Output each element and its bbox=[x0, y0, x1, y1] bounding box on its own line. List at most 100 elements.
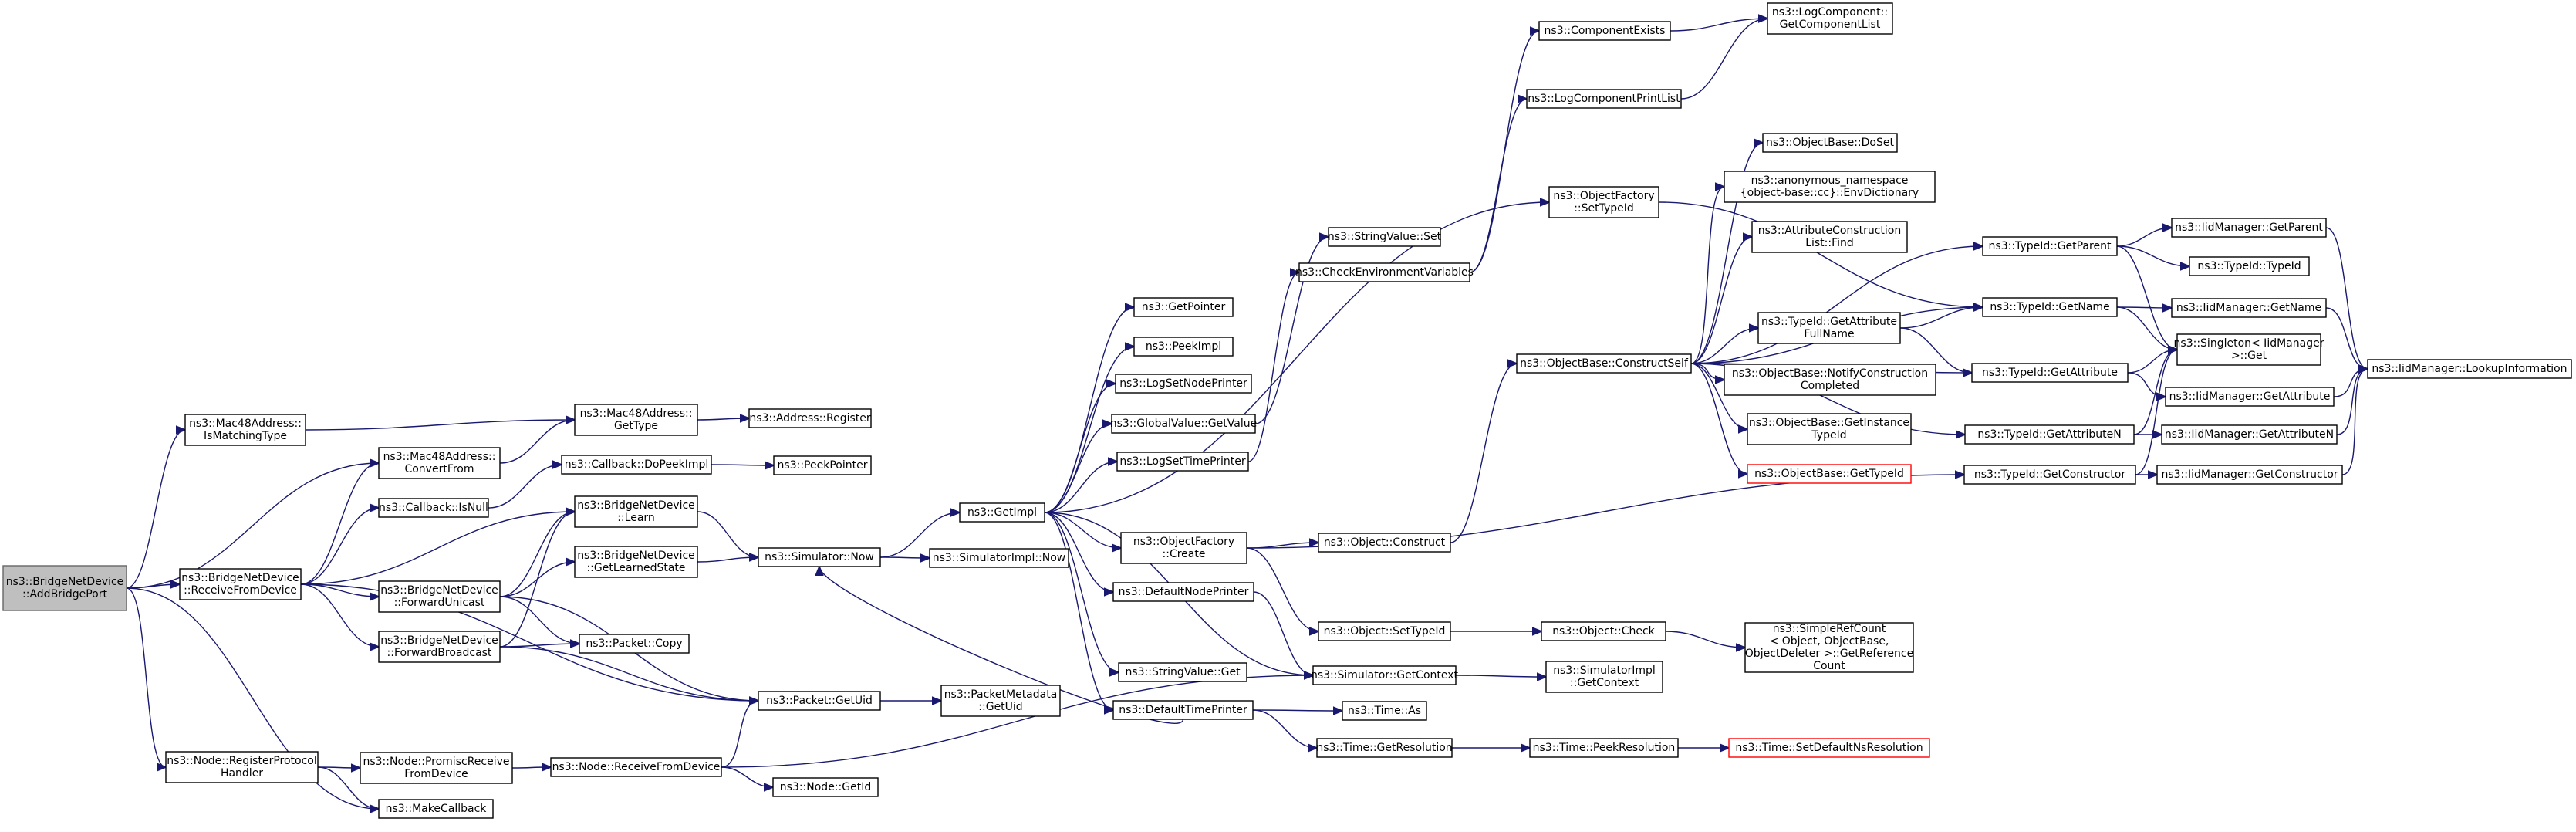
node-box[interactable] bbox=[1757, 312, 1901, 344]
node-box[interactable] bbox=[1744, 622, 1914, 673]
node-ns3-callback-isnull[interactable]: ns3::Callback::IsNull bbox=[378, 498, 489, 518]
node-ns3-bridgenetdevice-getlearnedstate[interactable]: ns3::BridgeNetDevice::GetLearnedState bbox=[574, 546, 698, 578]
node-ns3-logcomponent-getcomponentlist[interactable]: ns3::LogComponent::GetComponentList bbox=[1767, 2, 1893, 35]
node-box[interactable] bbox=[2161, 424, 2338, 445]
node-ns3-typeid-getname[interactable]: ns3::TypeId::GetName bbox=[1982, 297, 2118, 317]
node-box[interactable] bbox=[1526, 89, 1682, 109]
node-ns3-bridgenetdevice-receivefromdevice[interactable]: ns3::BridgeNetDevice::ReceiveFromDevice bbox=[179, 568, 302, 600]
node-box[interactable] bbox=[1982, 236, 2118, 256]
node-box[interactable] bbox=[1529, 738, 1679, 758]
node-box[interactable] bbox=[1298, 262, 1470, 282]
node-ns3-peekimpl[interactable]: ns3::PeekImpl bbox=[1133, 337, 1234, 357]
node-ns3-typeid-getconstructor[interactable]: ns3::TypeId::GetConstructor bbox=[1963, 465, 2136, 485]
node-box[interactable] bbox=[772, 777, 879, 797]
node-box[interactable] bbox=[1728, 738, 1930, 758]
node-ns3-object-check[interactable]: ns3::Object::Check bbox=[1541, 621, 1666, 641]
node-ns3-time-getresolution[interactable]: ns3::Time::GetResolution bbox=[1316, 738, 1453, 758]
node-box[interactable] bbox=[1112, 582, 1254, 602]
node-ns3-objectfactory-settypeid[interactable]: ns3::ObjectFactory::SetTypeId bbox=[1548, 186, 1659, 218]
node-box[interactable] bbox=[1118, 662, 1247, 682]
node-box[interactable] bbox=[1545, 661, 1663, 693]
node-ns3-componentexists[interactable]: ns3::ComponentExists bbox=[1538, 21, 1671, 41]
node-box[interactable] bbox=[2189, 256, 2310, 276]
node-ns3-typeid-getparent[interactable]: ns3::TypeId::GetParent bbox=[1982, 236, 2118, 256]
node-ns3-iidmanager-getattribute[interactable]: ns3::IidManager::GetAttribute bbox=[2165, 387, 2335, 407]
node-box[interactable] bbox=[1724, 171, 1936, 203]
node-box[interactable] bbox=[378, 631, 501, 663]
node-ns3-address-register[interactable]: ns3::Address::Register bbox=[748, 408, 872, 428]
node-box[interactable] bbox=[1115, 374, 1252, 394]
node-ns3-stringvalue-get[interactable]: ns3::StringValue::Get bbox=[1118, 662, 1247, 682]
node-box[interactable] bbox=[574, 404, 698, 436]
node-ns3-stringvalue-set[interactable]: ns3::StringValue::Set bbox=[1328, 227, 1442, 247]
node-box[interactable] bbox=[1724, 364, 1936, 396]
node-ns3-iidmanager-getconstructor[interactable]: ns3::IidManager::GetConstructor bbox=[2156, 465, 2343, 485]
node-box[interactable] bbox=[179, 568, 302, 600]
node-box[interactable] bbox=[1971, 363, 2129, 383]
node-ns3-time-as[interactable]: ns3::Time::As bbox=[1342, 701, 1427, 721]
node-ns3-iidmanager-lookupinformation[interactable]: ns3::IidManager::LookupInformation bbox=[2367, 359, 2572, 379]
node-ns3-peekpointer[interactable]: ns3::PeekPointer bbox=[773, 455, 872, 475]
node-box[interactable] bbox=[574, 495, 698, 528]
node-ns3-getimpl[interactable]: ns3::GetImpl bbox=[959, 502, 1045, 523]
node-box[interactable] bbox=[929, 548, 1069, 568]
node-box[interactable] bbox=[2367, 359, 2572, 379]
node-ns3-typeid-getattribute[interactable]: ns3::TypeId::GetAttribute bbox=[1971, 363, 2129, 383]
node-ns3-iidmanager-getparent[interactable]: ns3::IidManager::GetParent bbox=[2171, 218, 2327, 238]
node-ns3-objectbase-gettypeid[interactable]: ns3::ObjectBase::GetTypeId bbox=[1747, 464, 1912, 484]
node-ns3-anonymous-namespace-object-base-cc-envdictionary[interactable]: ns3::anonymous_namespace{object-base::cc… bbox=[1724, 171, 1936, 203]
node-box[interactable] bbox=[1316, 738, 1453, 758]
node-box[interactable] bbox=[1318, 533, 1451, 553]
node-ns3-bridgenetdevice-forwardunicast[interactable]: ns3::BridgeNetDevice::ForwardUnicast bbox=[378, 580, 501, 613]
node-ns3-globalvalue-getvalue[interactable]: ns3::GlobalValue::GetValue bbox=[1110, 414, 1257, 434]
node-box[interactable] bbox=[1111, 414, 1256, 434]
node-box[interactable] bbox=[378, 498, 489, 518]
node-ns3-object-construct[interactable]: ns3::Object::Construct bbox=[1318, 533, 1451, 553]
node-ns3-simulator-getcontext[interactable]: ns3::Simulator::GetContext bbox=[1311, 665, 1459, 685]
node-ns3-node-receivefromdevice[interactable]: ns3::Node::ReceiveFromDevice bbox=[550, 757, 722, 777]
node-box[interactable] bbox=[1538, 21, 1671, 41]
node-box[interactable] bbox=[1112, 700, 1254, 720]
node-box[interactable] bbox=[574, 546, 698, 578]
node-box[interactable] bbox=[940, 685, 1061, 717]
node-ns3-packet-copy[interactable]: ns3::Packet::Copy bbox=[579, 634, 690, 654]
node-ns3-simplerefcount-object-objectbase-objectdeleter-getreference-count[interactable]: ns3::SimpleRefCount< Object, ObjectBase,… bbox=[1744, 622, 1914, 673]
node-box[interactable] bbox=[1747, 413, 1912, 445]
node-box[interactable] bbox=[2165, 387, 2335, 407]
node-box[interactable] bbox=[2, 565, 127, 611]
node-box[interactable] bbox=[1964, 424, 2135, 445]
node-box[interactable] bbox=[561, 455, 712, 475]
node-box[interactable] bbox=[1328, 227, 1441, 247]
node-box[interactable] bbox=[378, 580, 501, 613]
node-ns3-packet-getuid[interactable]: ns3::Packet::GetUid bbox=[758, 691, 881, 711]
node-ns3-simulator-now[interactable]: ns3::Simulator::Now bbox=[758, 547, 881, 567]
node-box[interactable] bbox=[378, 799, 494, 819]
node-ns3-objectbase-constructself[interactable]: ns3::ObjectBase::ConstructSelf bbox=[1516, 353, 1692, 374]
node-box[interactable] bbox=[1120, 532, 1247, 564]
node-box[interactable] bbox=[1318, 621, 1451, 641]
node-ns3-object-settypeid[interactable]: ns3::Object::SetTypeId bbox=[1318, 621, 1451, 641]
node-box[interactable] bbox=[959, 502, 1045, 523]
node-ns3-logcomponentprintlist[interactable]: ns3::LogComponentPrintList bbox=[1526, 89, 1682, 109]
node-ns3-packetmetadata-getuid[interactable]: ns3::PacketMetadata::GetUid bbox=[940, 685, 1061, 717]
node-box[interactable] bbox=[1116, 452, 1249, 472]
node-ns3-objectbase-doset[interactable]: ns3::ObjectBase::DoSet bbox=[1762, 133, 1898, 153]
node-box[interactable] bbox=[748, 408, 872, 428]
node-box[interactable] bbox=[1767, 2, 1893, 35]
node-box[interactable] bbox=[758, 547, 881, 567]
node-ns3-bridgenetdevice-learn[interactable]: ns3::BridgeNetDevice::Learn bbox=[574, 495, 698, 528]
node-box[interactable] bbox=[758, 691, 881, 711]
node-box[interactable] bbox=[773, 455, 872, 475]
node-ns3-node-getid[interactable]: ns3::Node::GetId bbox=[772, 777, 879, 797]
node-ns3-typeid-getattributen[interactable]: ns3::TypeId::GetAttributeN bbox=[1964, 424, 2135, 445]
node-box[interactable] bbox=[1312, 665, 1457, 685]
node-box[interactable] bbox=[1342, 701, 1427, 721]
node-ns3-objectbase-notifyconstruction-completed[interactable]: ns3::ObjectBase::NotifyConstructionCompl… bbox=[1724, 364, 1936, 396]
node-ns3-checkenvironmentvariables[interactable]: ns3::CheckEnvironmentVariables bbox=[1295, 262, 1474, 282]
node-ns3-getpointer[interactable]: ns3::GetPointer bbox=[1133, 297, 1234, 317]
node-ns3-callback-dopeekimpl[interactable]: ns3::Callback::DoPeekImpl bbox=[561, 455, 712, 475]
